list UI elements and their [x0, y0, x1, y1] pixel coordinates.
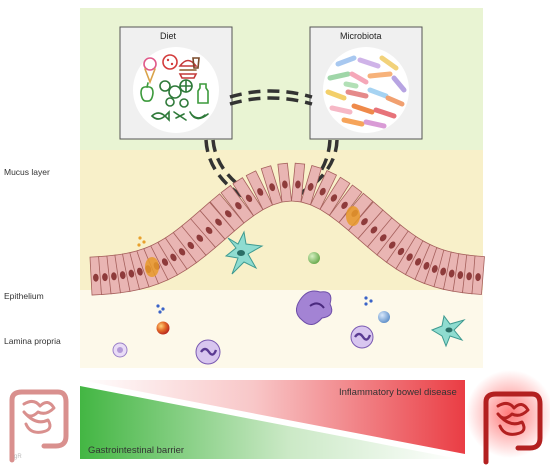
bottle-icon — [197, 83, 209, 104]
neutrophil — [195, 339, 221, 365]
cell-nucleus — [475, 273, 481, 282]
cell-nucleus — [235, 202, 242, 210]
molecules — [137, 236, 373, 314]
antigen-orange — [156, 321, 170, 335]
cell-nucleus — [379, 234, 387, 242]
cell-nucleus — [224, 210, 232, 218]
cell-nucleus — [448, 269, 455, 278]
goblet-cells — [145, 206, 360, 277]
cell-nucleus — [319, 187, 326, 196]
barrier-label: Gastrointestinal barrier — [88, 445, 185, 456]
cell-nucleus — [457, 271, 464, 280]
cell-nucleus — [330, 194, 338, 202]
cell-nucleus — [370, 226, 378, 234]
cell-nucleus — [341, 201, 348, 209]
neutrophil-right — [350, 325, 374, 349]
cell-nucleus — [269, 183, 276, 192]
antigen-blue — [378, 311, 390, 323]
antigen-green — [308, 252, 320, 264]
ibd-label: Inflammatory bowel disease — [339, 387, 457, 398]
cell-nucleus — [111, 272, 117, 281]
cell-nucleus — [431, 265, 438, 273]
banana-icon — [189, 111, 209, 120]
cell-nucleus — [440, 267, 447, 276]
cell-nucleus — [128, 269, 135, 278]
intestine-icon-inflamed — [483, 391, 543, 465]
cell-nucleus — [423, 261, 430, 270]
barrier-gradient — [80, 386, 459, 459]
cell-nucleus — [187, 241, 195, 250]
cell-nucleus — [282, 180, 288, 189]
cell-nucleus — [178, 248, 186, 256]
apple-icon — [140, 82, 154, 102]
cell-nucleus — [466, 272, 472, 281]
cell-nucleus — [388, 241, 396, 249]
macrophage — [296, 290, 333, 325]
cell-nucleus — [295, 180, 301, 189]
cell-nucleus — [161, 258, 169, 266]
cell-nucleus — [93, 273, 99, 282]
intestine-note: gR — [14, 454, 22, 460]
lymphocyte — [112, 342, 128, 358]
lamina-propria-label: Lamina propria — [4, 336, 61, 346]
ice-cream-icon — [143, 57, 157, 85]
broccoli-icon — [165, 97, 189, 108]
cell-nucleus — [361, 218, 368, 226]
bacteria-icon — [325, 55, 407, 129]
cell-nucleus — [137, 267, 143, 276]
burger-icon — [178, 59, 198, 79]
cell-nucleus — [102, 273, 108, 282]
fish-icon — [150, 110, 170, 122]
cell-nucleus — [406, 253, 413, 261]
intestine-icon-healthy — [9, 389, 69, 463]
cell-nucleus — [397, 247, 405, 256]
cell-nucleus — [307, 183, 314, 191]
pizza-icon — [162, 54, 178, 70]
ibd-gradient — [80, 380, 465, 454]
food-icons — [140, 54, 209, 122]
diet-label: Diet — [160, 31, 177, 41]
cell-nucleus — [414, 258, 422, 266]
epithelium-label: Epithelium — [4, 291, 44, 301]
cell-nucleus — [119, 271, 126, 280]
diet-box — [119, 26, 233, 140]
cell-nucleus — [170, 253, 177, 262]
cell-nucleus — [196, 234, 204, 242]
microbiota-label: Microbiota — [340, 31, 382, 41]
cup-icon — [192, 57, 200, 69]
orange-icon — [159, 79, 193, 99]
cell-nucleus — [215, 218, 222, 226]
cell-nucleus — [205, 226, 213, 234]
cell-nucleus — [257, 188, 264, 196]
mucus-layer-label: Mucus layer — [4, 167, 50, 177]
carrot-icon — [173, 111, 187, 121]
dendritic-cell-right — [430, 314, 466, 348]
dendritic-cell — [224, 230, 264, 275]
lamina-band — [80, 290, 483, 368]
cell-nucleus — [245, 194, 253, 203]
